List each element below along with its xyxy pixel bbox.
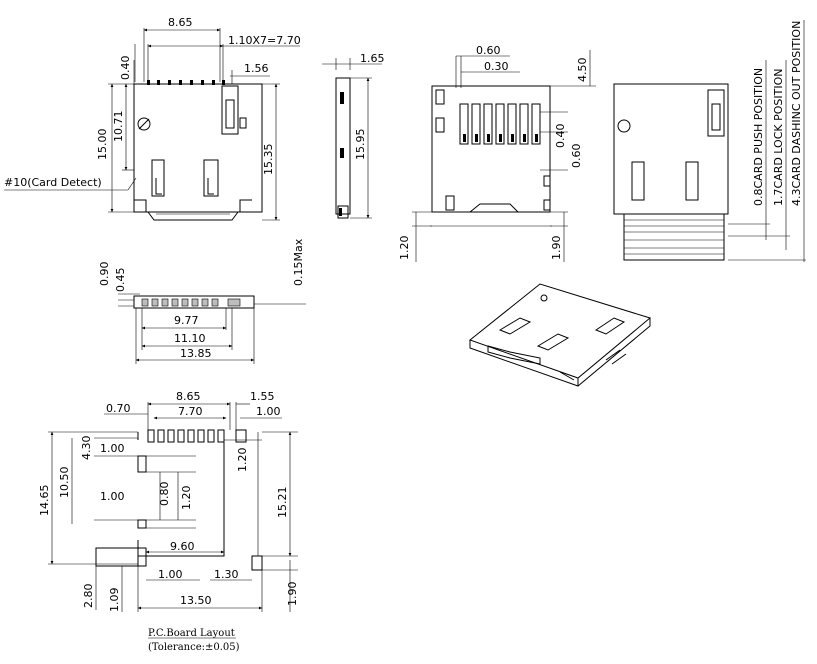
dim-15-35: 15.35 <box>262 144 275 176</box>
pcb-dim-0-80: 0.80 <box>158 482 171 507</box>
pcb-dim-1-90: 1.90 <box>286 582 299 607</box>
pcb-dim-9-60: 9.60 <box>170 540 195 553</box>
top-contact-pins <box>147 80 225 85</box>
bottom-view: 0.60 0.30 0.40 0.60 <box>398 44 596 262</box>
pcb-dim-13-50: 13.50 <box>180 594 212 607</box>
dim-10-71: 10.71 <box>112 111 125 143</box>
dim-0-30: 0.30 <box>484 60 509 73</box>
pcb-dim-1-30: 1.30 <box>214 568 239 581</box>
pcb-dim-8-65: 8.65 <box>176 390 201 403</box>
dim-1-56: 1.56 <box>244 62 269 75</box>
pcb-dim-1-20-a: 1.20 <box>180 486 193 511</box>
dim-0-15max: 0.15Max <box>292 238 305 286</box>
dim-0-90: 0.90 <box>98 262 111 287</box>
dim-9-77: 9.77 <box>174 314 199 327</box>
pcb-dim-1-20-b: 1.20 <box>236 448 249 473</box>
pcb-signal-pads <box>147 429 247 443</box>
top-view: 8.65 1.10X7=7.70 1.56 0.40 <box>4 16 301 221</box>
dim-1-65: 1.65 <box>360 52 385 65</box>
pcb-dim-1-00-a: 1.00 <box>100 442 125 455</box>
card-position-view: 0.8CARD PUSH POSITION 1.7CARD LOCK POSIT… <box>613 20 806 262</box>
pcb-dim-10-50: 10.50 <box>58 467 71 499</box>
front-contact-pins <box>141 298 241 307</box>
pcb-dim-1-00-c: 1.00 <box>158 568 183 581</box>
front-view: 0.90 0.45 0.15Max 9.77 11.10 13.85 <box>98 238 306 364</box>
dim-1-20-bottom: 1.20 <box>398 236 411 261</box>
dim-13-85: 13.85 <box>180 347 212 360</box>
pcb-dim-15-21: 15.21 <box>276 487 289 519</box>
pcb-caption-tolerance: (Tolerance:±0.05) <box>148 642 240 653</box>
dim-15-00: 15.00 <box>96 129 109 161</box>
dim-pitch: 1.10X7=7.70 <box>228 34 301 47</box>
isometric-view <box>468 283 652 387</box>
pcb-dim-14-65: 14.65 <box>38 485 51 517</box>
dim-1-90-bottom: 1.90 <box>550 236 563 261</box>
pcb-dim-1-00-top: 1.00 <box>256 405 281 418</box>
dim-0-60: 0.60 <box>476 44 501 57</box>
pcb-dim-7-70: 7.70 <box>178 405 203 418</box>
card-out-position: 4.3CARD DASHINC OUT POSITION <box>790 21 803 206</box>
pcb-dim-1-00-b: 1.00 <box>100 490 125 503</box>
side-view: 1.65 15.95 <box>322 52 385 219</box>
pcb-layout: 8.65 1.55 0.70 7.70 1.00 <box>38 390 299 653</box>
card-detect-label: #10(Card Detect) <box>4 176 102 189</box>
pcb-dim-1-55: 1.55 <box>250 390 275 403</box>
dim-0-40: 0.40 <box>119 56 132 81</box>
dim-4-50: 4.50 <box>576 58 589 83</box>
dim-11-10: 11.10 <box>174 332 206 345</box>
dim-0-45: 0.45 <box>114 268 127 293</box>
card-lock-position: 1.7CARD LOCK POSITION <box>772 69 785 206</box>
dim-0-60-b: 0.60 <box>570 144 583 169</box>
pcb-dim-1-09: 1.09 <box>108 588 121 613</box>
card-push-position: 0.8CARD PUSH POSITION <box>752 68 765 206</box>
pcb-dim-0-70: 0.70 <box>106 402 131 415</box>
bottom-contact-strips <box>459 103 541 145</box>
pcb-caption-title: P.C.Board Layout <box>148 628 235 639</box>
pcb-dim-4-30: 4.30 <box>80 436 93 461</box>
dim-8-65: 8.65 <box>168 16 193 29</box>
dim-0-40-b: 0.40 <box>554 124 567 149</box>
dim-15-95: 15.95 <box>354 129 367 161</box>
pcb-dim-2-80: 2.80 <box>82 584 95 609</box>
